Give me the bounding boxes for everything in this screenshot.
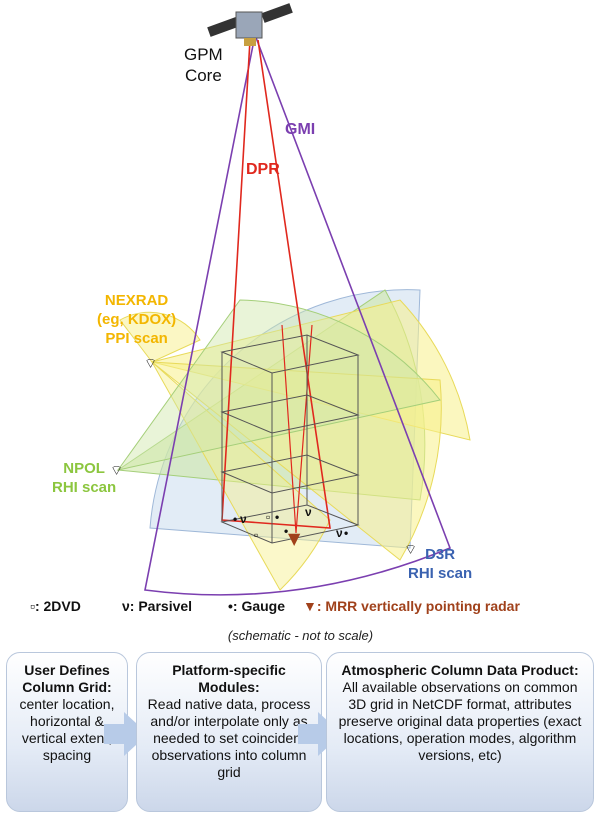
- mrr-marker: ▼: [288, 529, 301, 548]
- dpr-swath: [221, 39, 331, 529]
- user-defines-box: User Defines Column Grid: center locatio…: [6, 652, 128, 812]
- ground-instruments: • ν ▫ • ν ▫ • ν •: [233, 505, 348, 542]
- legend-parsivel: ν: Parsivel: [122, 598, 192, 614]
- box-title: User Defines Column Grid:: [22, 662, 112, 695]
- satellite-label: GPM Core: [184, 45, 223, 86]
- data-product-box: Atmospheric Column Data Product: All ava…: [326, 652, 594, 812]
- parsivel-legend-text: : Parsivel: [129, 598, 193, 614]
- parsivel-marker: ν: [240, 512, 247, 526]
- legend-gauge: •: Gauge: [228, 598, 285, 614]
- nexrad-label: NEXRAD (eg, KDOX) PPI scan: [97, 292, 177, 347]
- gauge-marker: •: [275, 510, 279, 524]
- npol-radar-icon: ⌔: [110, 463, 123, 479]
- box-title: Atmospheric Column Data Product:: [341, 662, 579, 678]
- d3r-radar-icon: ⌔: [404, 542, 417, 558]
- gmi-label: GMI: [285, 121, 316, 138]
- schematic-svg: ⌔ ⌔ ⌔ • ν ▫ • ν ▫ • ν • ▼: [110, 3, 471, 596]
- column-grid: [220, 334, 360, 544]
- dpr-label: DPR: [246, 161, 280, 178]
- legend-2dvd: ▫: 2DVD: [30, 598, 81, 614]
- npol-label: NPOL RHI scan: [52, 460, 117, 496]
- gauge-marker: •: [233, 512, 237, 526]
- twodvd-legend-text: : 2DVD: [34, 598, 81, 614]
- twodvd-marker: ▫: [266, 510, 270, 524]
- gauge-legend-text: : Gauge: [232, 598, 286, 614]
- nexrad-ppi-wedge-3: [151, 361, 331, 591]
- npol-scan-sector-2: [116, 299, 441, 471]
- satellite-icon: [207, 3, 293, 46]
- parsivel-legend-marker: ν: [122, 598, 130, 614]
- mrr-legend-marker: ▼: [303, 598, 317, 614]
- gauge-marker: •: [344, 526, 348, 540]
- d3r-label: D3R RHI scan: [408, 546, 473, 582]
- gauge-legend-marker: •: [228, 598, 233, 614]
- parsivel-marker: ν: [305, 505, 312, 519]
- box-body: center location, horizontal & vertical e…: [19, 696, 115, 763]
- nexrad-radar-icon: ⌔: [144, 356, 157, 372]
- parsivel-marker: ν: [336, 526, 343, 540]
- platform-modules-box: Platform-specific Modules: Read native d…: [136, 652, 322, 812]
- box-title: Platform-specific Modules:: [172, 662, 286, 695]
- box-body: Read native data, process and/or interpo…: [147, 696, 311, 780]
- schematic-note: (schematic - not to scale): [227, 628, 374, 643]
- twodvd-marker: ▫: [254, 528, 258, 542]
- legend-mrr: ▼: MRR vertically pointing radar: [303, 598, 520, 614]
- gauge-marker: •: [284, 524, 288, 538]
- gmi-cone: [144, 32, 452, 596]
- box-body: All available observations on common 3D …: [338, 679, 582, 763]
- mrr-legend-text: : MRR vertically pointing radar: [316, 598, 520, 614]
- twodvd-legend-marker: ▫: [30, 598, 35, 614]
